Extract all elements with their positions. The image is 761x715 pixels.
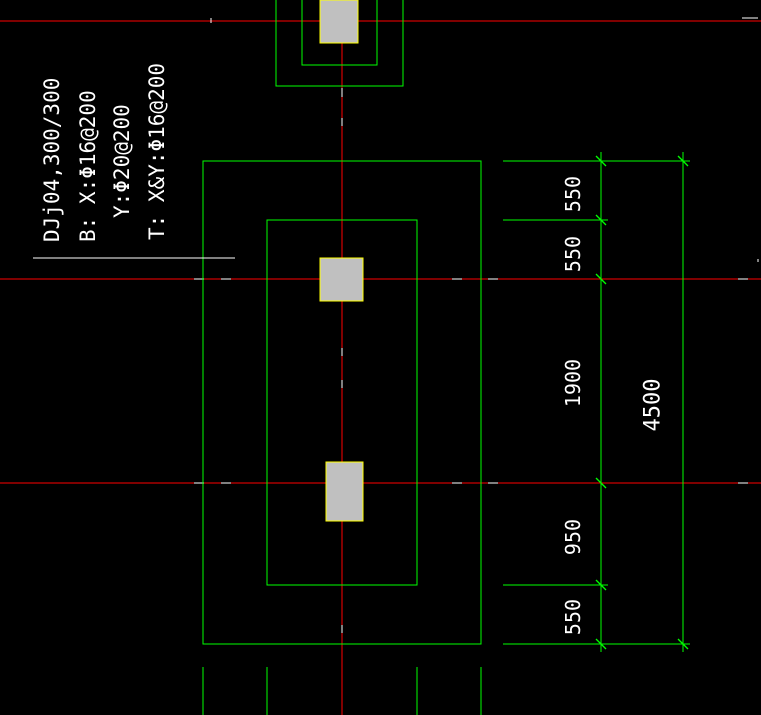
footing-outer-outline [202, 160, 482, 645]
dimension-text-950: 950 [561, 519, 585, 555]
upper-footing [275, 0, 404, 87]
dimension-text-550-top: 550 [561, 176, 585, 212]
dimension-ticks [595, 155, 689, 650]
annotation-line-1: DJj04,300/300 [40, 78, 64, 242]
annotation-line-4: T: X&Y:Φ16@200 [145, 63, 169, 240]
upper-column [319, 0, 359, 44]
footing-inner-outline [266, 219, 418, 586]
dimension-text-550-bottom: 550 [561, 599, 585, 635]
dimension-text-550-second: 550 [561, 236, 585, 272]
footing-annotation: DJj04,300/300 B: X:Φ16@200 Y:Φ20@200 T: … [33, 63, 235, 259]
lower-footing-lines [202, 667, 482, 715]
upper-footing-inner [301, 0, 378, 66]
column-lower [325, 461, 364, 522]
column-upper [319, 257, 364, 302]
upper-footing-outer [275, 0, 404, 87]
dimension-text-1900: 1900 [561, 359, 585, 407]
axis-ticks [194, 17, 759, 633]
dimension-text-total: 4500 [641, 379, 666, 432]
annotation-line-3: Y:Φ20@200 [110, 104, 134, 218]
main-footing [202, 160, 482, 645]
dimension-lines [503, 152, 690, 652]
annotation-line-2: B: X:Φ16@200 [76, 90, 100, 242]
